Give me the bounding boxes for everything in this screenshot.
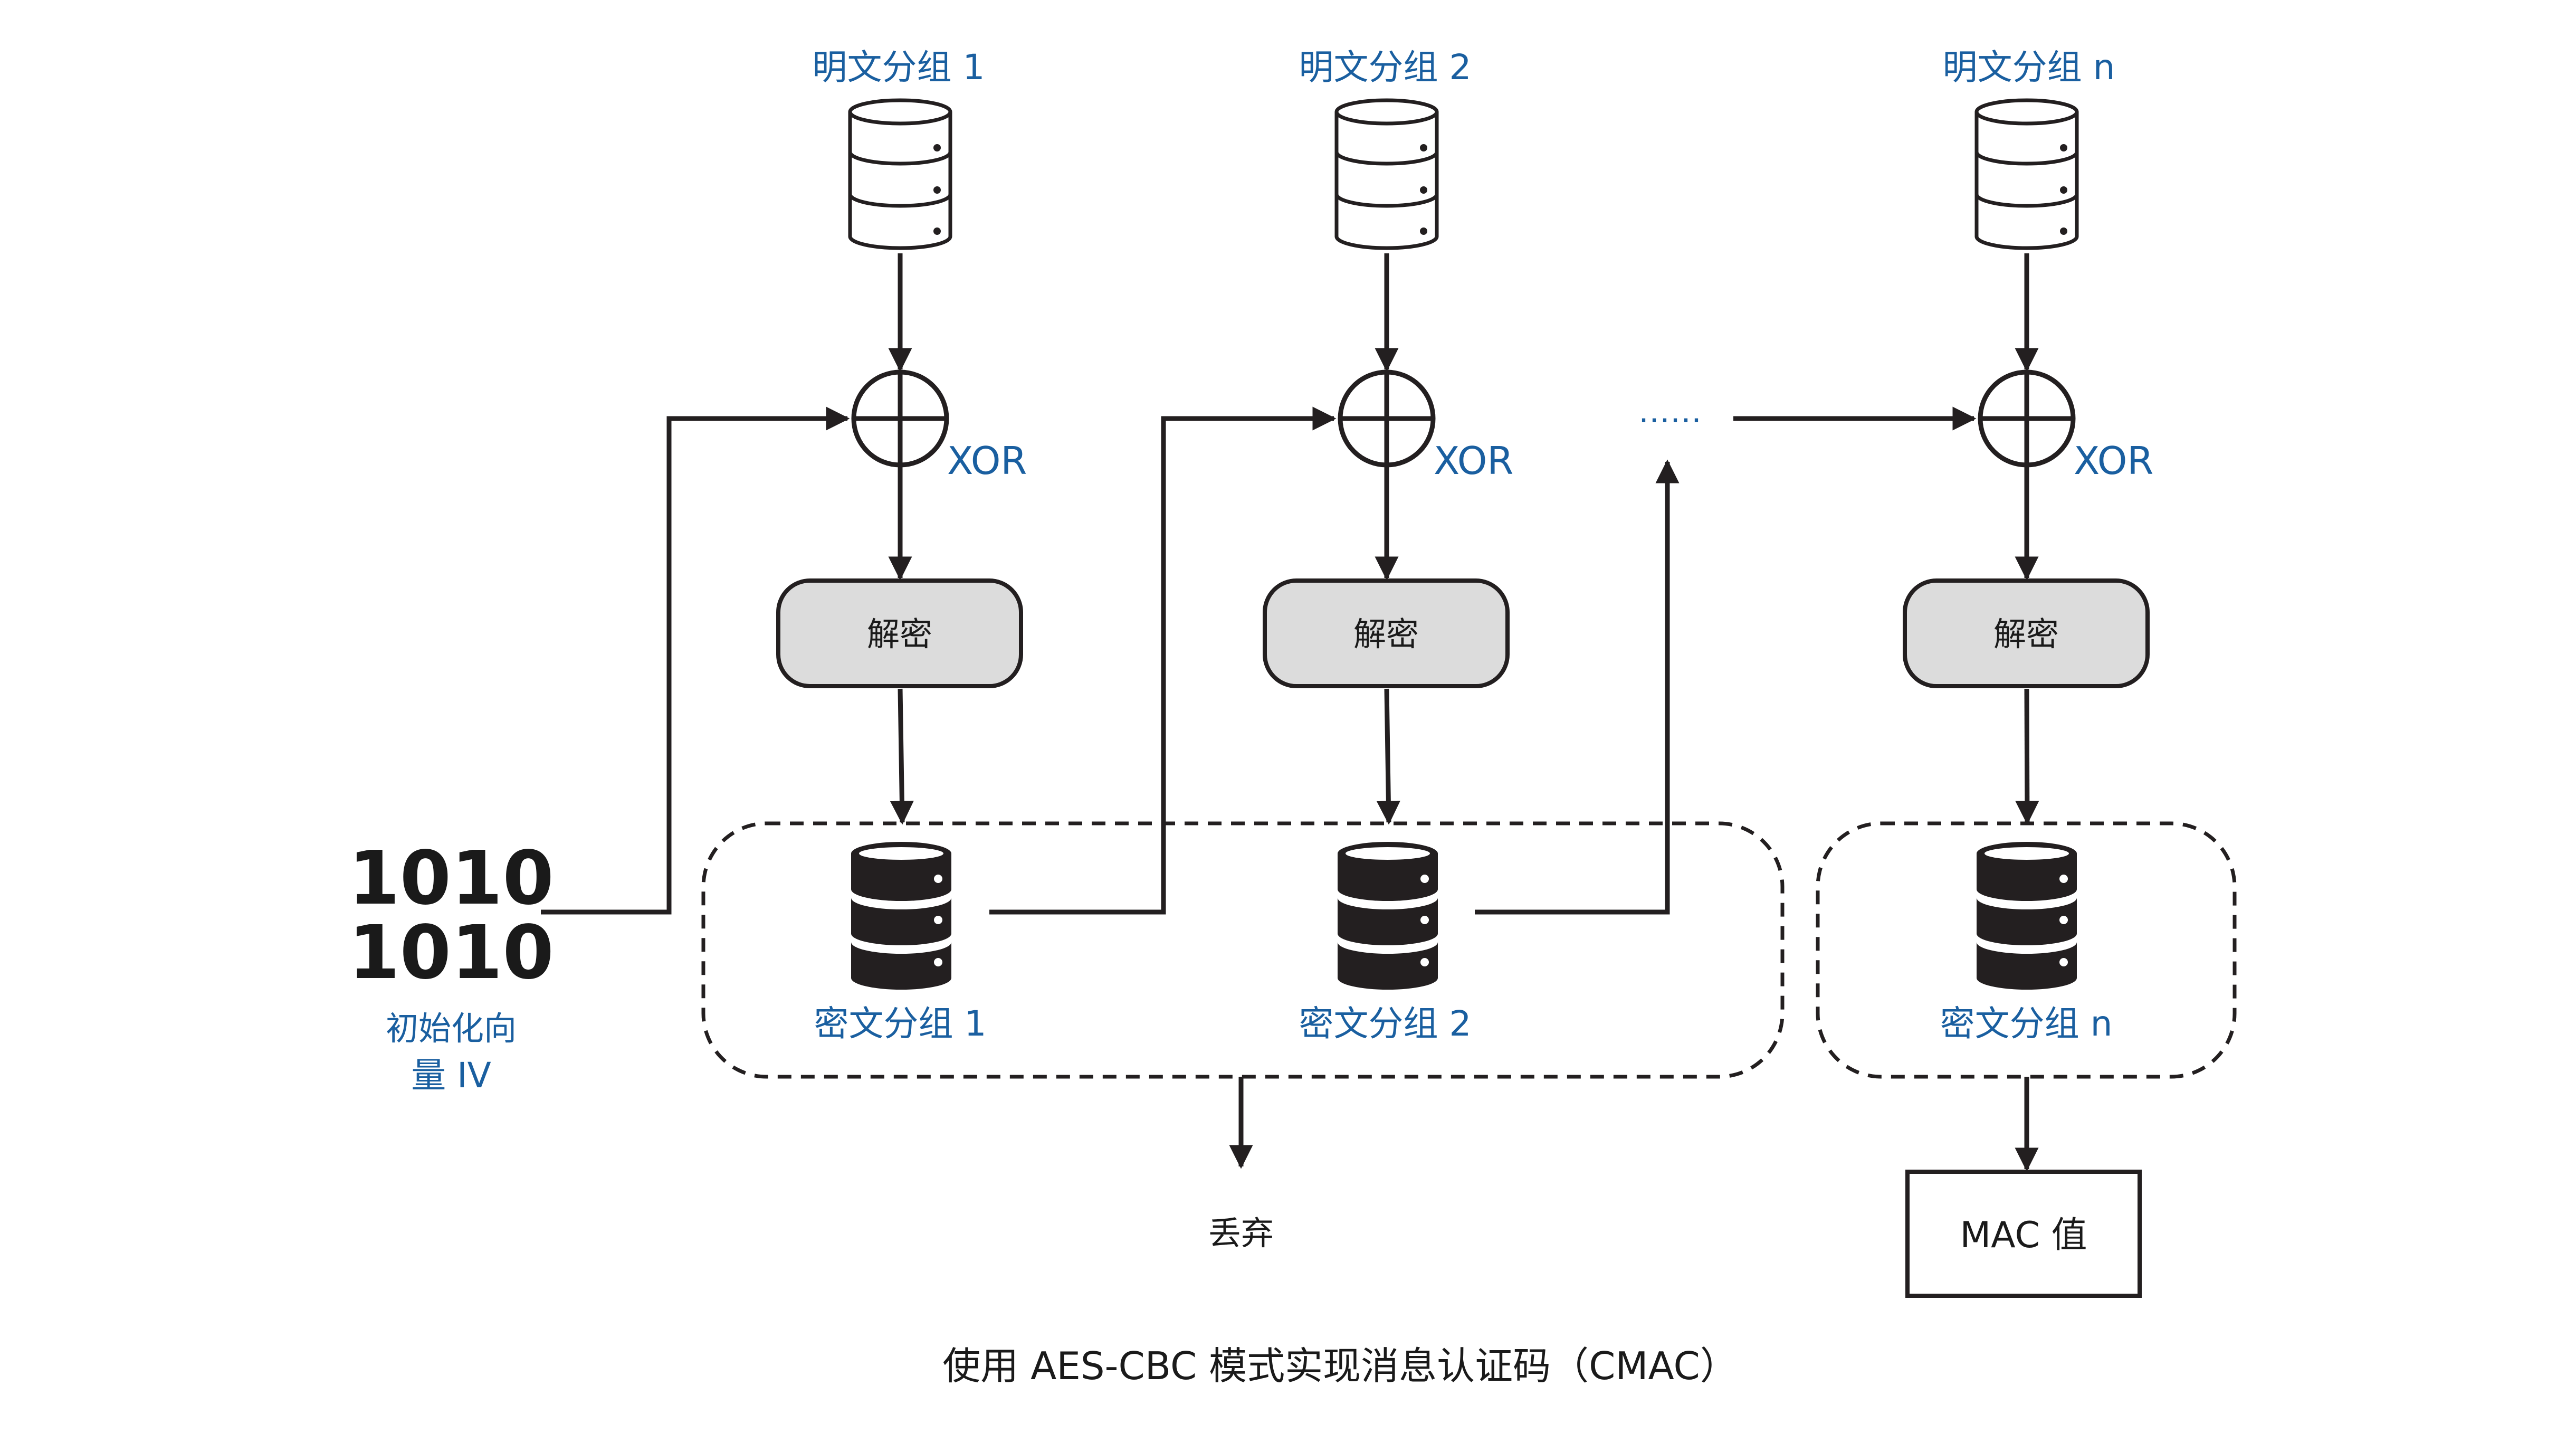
ciphertext-database-icon-n <box>1977 842 2077 990</box>
plaintext-database-icon-2 <box>1337 100 1437 248</box>
arrow-decrypt1-to-cipher <box>890 688 914 825</box>
plaintext-database-icon-1 <box>850 100 950 248</box>
xor-label-2: XOR <box>1434 439 1513 483</box>
ciphertext-block-2-label: 密文分组 2 <box>1299 1003 1472 1044</box>
decrypt-box-1 <box>776 578 1023 688</box>
decrypt-box-n <box>1903 578 2150 688</box>
decrypt-label-n: 解密 <box>1993 615 2059 653</box>
decrypt-box-2 <box>1263 578 1510 688</box>
plaintext-block-1-label: 明文分组 1 <box>813 47 985 88</box>
ciphertext-database-icon-2 <box>1338 842 1438 990</box>
diagram-caption: 使用 AES-CBC 模式实现消息认证码（CMAC） <box>942 1344 1738 1388</box>
arrow-decrypt2-to-cipher <box>1376 688 1400 825</box>
decrypt-label-2: 解密 <box>1353 615 1419 653</box>
ciphertext-block-1-label: 密文分组 1 <box>814 1003 987 1044</box>
ciphertext-database-icon-1 <box>851 842 951 990</box>
arrow-cipher1-to-xor-2 <box>989 406 1337 915</box>
arrow-cipher2-to-continuation <box>1475 459 1680 915</box>
xor-icon-1 <box>854 372 947 465</box>
final-cipher-group <box>1816 821 2237 1079</box>
arrow-iv-to-xor-1 <box>541 406 850 915</box>
iv-label-line-2: 量 IV <box>411 1055 491 1096</box>
ellipsis-label: …… <box>1638 393 1702 430</box>
iv-bits-line-1: 1010 <box>348 836 554 922</box>
decrypt-label-1: 解密 <box>867 615 932 653</box>
xor-label-1: XOR <box>947 439 1027 483</box>
xor-icon-2 <box>1340 372 1433 465</box>
xor-icon-n <box>1980 372 2073 465</box>
plaintext-block-2-label: 明文分组 2 <box>1299 47 1472 88</box>
discard-label: 丢弃 <box>1208 1214 1274 1252</box>
plaintext-database-icon-n <box>1977 100 2077 248</box>
iv-bits-line-2: 1010 <box>348 910 554 996</box>
xor-label-n: XOR <box>2074 439 2153 483</box>
iv-label-line-1: 初始化向 <box>386 1009 517 1048</box>
mac-value-label: MAC 值 <box>1960 1214 2087 1256</box>
plaintext-block-n-label: 明文分组 n <box>1943 47 2115 88</box>
ciphertext-block-n-label: 密文分组 n <box>1940 1003 2113 1044</box>
mac-value-box <box>1905 1170 2142 1298</box>
